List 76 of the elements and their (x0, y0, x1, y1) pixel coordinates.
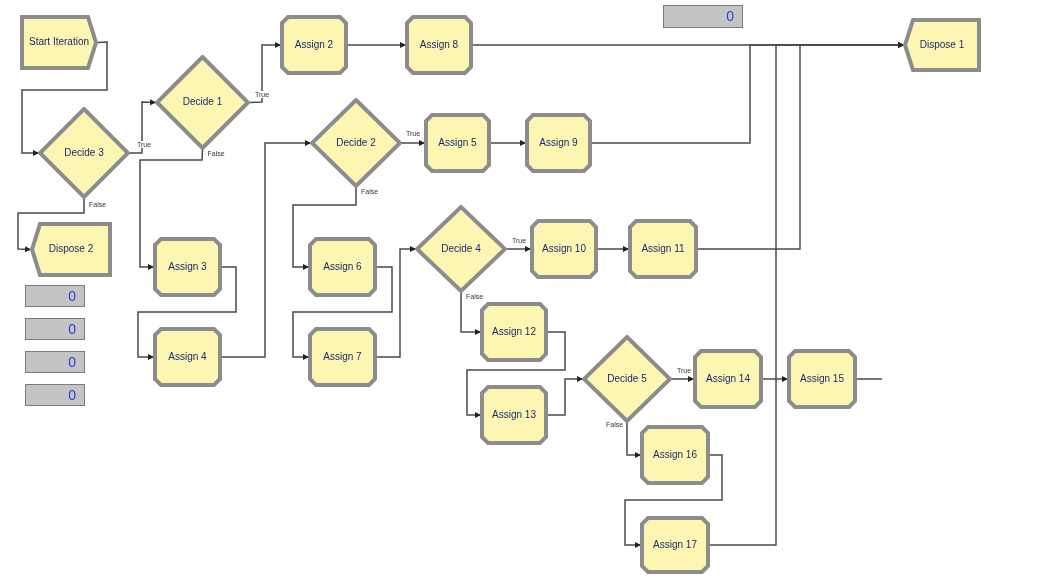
counter-display: 0 (25, 285, 85, 307)
decision-diamond (155, 55, 250, 150)
connector-arrow (626, 422, 641, 458)
node-label: Assign 6 (322, 260, 363, 274)
counter-display: 0 (25, 384, 85, 406)
node-label: Assign 8 (418, 38, 460, 52)
connector-arrow (460, 292, 481, 335)
process-box (628, 219, 698, 279)
counter-display: 0 (663, 5, 743, 28)
decision-diamond (310, 98, 402, 188)
connector-arrow (221, 140, 311, 358)
process-box (153, 237, 222, 297)
node-label: Decide 1 (181, 96, 224, 109)
node-label: Assign 16 (652, 448, 698, 462)
connector-arrow (17, 198, 85, 253)
process-box (480, 302, 548, 362)
process-box (693, 349, 763, 409)
node-label: Decide 5 (606, 372, 648, 386)
connector-arrow (376, 246, 416, 358)
node-label: Decide 3 (63, 146, 105, 160)
node-label: Assign 15 (799, 372, 845, 386)
connector-arrow (762, 376, 788, 382)
process-box (308, 327, 377, 387)
connector-arrow (139, 149, 204, 270)
node-label: Dispose 1 (918, 38, 966, 52)
node-label: Assign 12 (491, 325, 537, 339)
node-label: Assign 2 (293, 38, 335, 52)
connector-arrow (671, 376, 694, 382)
connector-arrow (547, 376, 583, 416)
node-label: Assign 17 (652, 538, 698, 552)
dispose-block (30, 222, 112, 277)
node-label: Assign 11 (640, 242, 686, 256)
decision-diamond (582, 335, 672, 423)
process-box (640, 425, 710, 485)
decision-diamond (38, 107, 130, 199)
node-label: Assign 7 (322, 350, 363, 364)
process-box (308, 237, 377, 297)
process-box (280, 15, 348, 75)
node-label: Dispose 2 (47, 243, 95, 256)
process-box (530, 219, 598, 279)
node-label: Assign 9 (538, 136, 579, 150)
connector-arrow (466, 331, 566, 418)
connector-arrow (506, 246, 531, 252)
node-label: Assign 4 (167, 350, 208, 364)
node-label: Decide 2 (335, 136, 377, 150)
connector-arrow (709, 42, 904, 546)
create-block (20, 15, 98, 70)
connector-arrow (249, 42, 281, 104)
decision-diamond (415, 205, 507, 293)
dispose-block (903, 18, 981, 72)
connector-arrow (292, 266, 393, 360)
connector-arrow (292, 187, 357, 270)
process-box (640, 516, 710, 574)
counter-display: 0 (25, 351, 85, 373)
process-box (405, 15, 473, 75)
counter-display: 0 (25, 318, 85, 340)
process-box (424, 113, 491, 173)
node-label: Assign 3 (167, 260, 208, 274)
connector-arrow (597, 246, 629, 252)
node-label: Assign 10 (541, 242, 587, 256)
connector-arrow (490, 140, 526, 146)
process-box (525, 113, 592, 173)
node-label: Start Iteration (28, 36, 90, 49)
connector-arrow (21, 41, 108, 156)
connector-arrow (347, 42, 406, 48)
connector-arrow (624, 454, 723, 548)
process-box (153, 327, 222, 387)
process-box (480, 385, 548, 445)
node-label: Assign 14 (705, 372, 751, 386)
connector-arrow (129, 99, 156, 154)
node-label: Decide 4 (440, 242, 482, 256)
connector-arrow (137, 266, 237, 360)
process-box (787, 349, 857, 409)
node-label: Assign 5 (437, 136, 478, 150)
connector-arrow (401, 140, 425, 146)
node-label: Assign 13 (491, 408, 537, 422)
